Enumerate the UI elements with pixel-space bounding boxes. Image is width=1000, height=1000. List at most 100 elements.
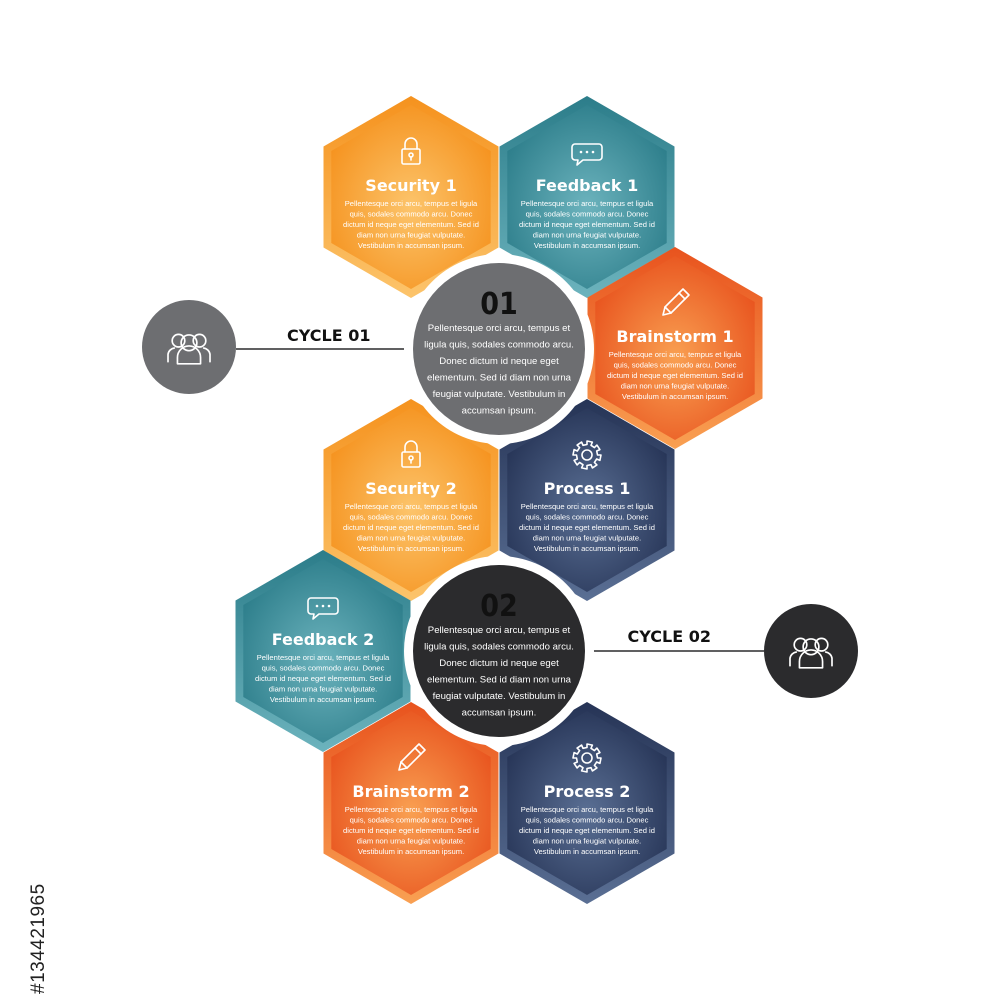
hexagon-text-line: Vestibulum in accumsan ipsum.: [270, 695, 376, 704]
hexagon-text-line: quis, sodales commodo arcu. Donec: [526, 816, 649, 825]
circle-number: 02: [480, 589, 518, 624]
hexagon-fill: [331, 105, 491, 289]
hexagon-text-line: dictum id neque eget elementum. Sed id: [343, 220, 479, 229]
hexagon-title: Security 1: [365, 176, 456, 195]
hexagon-text-line: diam non urna feugiat vulputate.: [357, 231, 466, 240]
hexagon-text-line: diam non urna feugiat vulputate.: [357, 837, 466, 846]
hexagon-text-line: Pellentesque orci arcu, tempus et ligula: [521, 805, 654, 814]
hexagon-text-line: dictum id neque eget elementum. Sed id: [519, 220, 655, 229]
hexagon-text-line: Vestibulum in accumsan ipsum.: [534, 241, 640, 250]
hexagon-text-line: Pellentesque orci arcu, tempus et ligula: [345, 805, 478, 814]
hexagon-text-line: quis, sodales commodo arcu. Donec: [526, 210, 649, 219]
people-icon: [167, 333, 211, 365]
hexagon-feedback2: Feedback 2 Pellentesque orci arcu, tempus…: [235, 550, 411, 752]
stock-id-text: #134421965: [28, 883, 49, 994]
circle-text-line: feugiat vulputate. Vestibulum in: [433, 691, 566, 702]
gear-icon: [572, 743, 602, 773]
circle-text-line: Donec dictum id neque eget: [439, 356, 559, 367]
cycle-badge: [764, 604, 858, 698]
pencil-icon: [398, 743, 426, 771]
circle-text-line: Pellentesque orci arcu, tempus et: [428, 625, 571, 636]
hexagon-text-line: diam non urna feugiat vulputate.: [533, 837, 642, 846]
hexagon-text-line: dictum id neque eget elementum. Sed id: [343, 523, 479, 532]
hexagon-text-line: Vestibulum in accumsan ipsum.: [534, 544, 640, 553]
hexagon-text-line: Pellentesque orci arcu, tempus et ligula: [257, 653, 390, 662]
hexagon-brainstorm2: Brainstorm 2 Pellentesque orci arcu, temp…: [323, 702, 499, 904]
cycle-label: CYCLE 01: [287, 326, 370, 345]
cycle-badge: [142, 300, 236, 394]
hexagon-process1: Process 1 Pellentesque orci arcu, tempus …: [499, 399, 675, 601]
hexagon-text-line: quis, sodales commodo arcu. Donec: [262, 664, 385, 673]
hexagon-fill: [507, 408, 667, 592]
circle-text-line: ligula quis, sodales commodo arcu.: [424, 340, 574, 351]
cycle-marker-cycle1: CYCLE 01: [142, 300, 370, 394]
hexagon-brainstorm1: Brainstorm 1 Pellentesque orci arcu, temp…: [587, 247, 763, 449]
hexagon-text-line: dictum id neque eget elementum. Sed id: [519, 826, 655, 835]
hexagon-text-line: quis, sodales commodo arcu. Donec: [350, 816, 473, 825]
cycle-marker-cycle2: CYCLE 02: [628, 604, 858, 698]
circle-text-line: elementum. Sed id diam non urna: [427, 373, 572, 384]
cycle-label: CYCLE 02: [628, 627, 711, 646]
hexagon-fill: [507, 105, 667, 289]
hexagon-security1: Security 1 Pellentesque orci arcu, tempus…: [323, 96, 499, 298]
circle-text-line: elementum. Sed id diam non urna: [427, 675, 572, 686]
hexagon-text-line: diam non urna feugiat vulputate.: [621, 382, 730, 391]
lock-icon: [401, 137, 421, 165]
hexagon-title: Brainstorm 1: [616, 327, 733, 346]
hexagon-text-line: dictum id neque eget elementum. Sed id: [343, 826, 479, 835]
hexagon-text-line: Vestibulum in accumsan ipsum.: [358, 544, 464, 553]
speech-bubble-icon: [571, 143, 603, 166]
hexagon-text-line: Vestibulum in accumsan ipsum.: [622, 392, 728, 401]
lock-icon: [401, 440, 421, 468]
hexagon-text-line: dictum id neque eget elementum. Sed id: [255, 674, 391, 683]
hexagon-security2: Security 2 Pellentesque orci arcu, tempus…: [323, 399, 499, 601]
hexagon-feedback1: Feedback 1 Pellentesque orci arcu, tempus…: [499, 96, 675, 298]
hexagon-text-line: diam non urna feugiat vulputate.: [533, 534, 642, 543]
hexagon-text-line: Pellentesque orci arcu, tempus et ligula: [345, 199, 478, 208]
hexagon-fill: [331, 711, 491, 895]
gear-icon: [572, 440, 602, 470]
hexagon-text-line: diam non urna feugiat vulputate.: [533, 231, 642, 240]
hexagon-fill: [595, 256, 755, 440]
connector-lines: [236, 348, 764, 652]
hexagon-text-line: quis, sodales commodo arcu. Donec: [614, 361, 737, 370]
hexagon-text-line: Pellentesque orci arcu, tempus et ligula: [609, 350, 742, 359]
circle-text-line: ligula quis, sodales commodo arcu.: [424, 642, 574, 653]
circle-text-line: Pellentesque orci arcu, tempus et: [428, 323, 571, 334]
hexagon-title: Feedback 1: [536, 176, 639, 195]
people-icon: [789, 637, 833, 669]
circle-text-line: Donec dictum id neque eget: [439, 658, 559, 669]
hexagon-group: Security 1 Pellentesque orci arcu, tempus…: [235, 96, 763, 904]
cycle-markers: CYCLE 01 CYCLE 02: [142, 300, 858, 698]
hexagon-text-line: dictum id neque eget elementum. Sed id: [519, 523, 655, 532]
hexagon-text-line: Vestibulum in accumsan ipsum.: [358, 847, 464, 856]
circle-fill: [413, 565, 585, 737]
circle-number: 01: [480, 287, 518, 322]
hexagon-text-line: quis, sodales commodo arcu. Donec: [526, 513, 649, 522]
hexagon-fill: [507, 711, 667, 895]
hexagon-title: Brainstorm 2: [352, 782, 469, 801]
hexagon-fill: [243, 559, 403, 743]
hexagon-text-line: Pellentesque orci arcu, tempus et ligula: [345, 502, 478, 511]
circle-text-line: accumsan ipsum.: [462, 708, 537, 719]
pencil-icon: [662, 288, 690, 316]
hexagon-fill: [331, 408, 491, 592]
hexagon-text-line: diam non urna feugiat vulputate.: [357, 534, 466, 543]
hexagon-title: Feedback 2: [272, 630, 375, 649]
hexagon-text-line: Pellentesque orci arcu, tempus et ligula: [521, 502, 654, 511]
hexagon-process2: Process 2 Pellentesque orci arcu, tempus …: [499, 702, 675, 904]
hexagon-title: Security 2: [365, 479, 456, 498]
hexagon-text-line: dictum id neque eget elementum. Sed id: [607, 371, 743, 380]
circle-text-line: feugiat vulputate. Vestibulum in: [433, 389, 566, 400]
hexagon-title: Process 1: [544, 479, 631, 498]
hexagon-text-line: Pellentesque orci arcu, tempus et ligula: [521, 199, 654, 208]
hexagon-text-line: Vestibulum in accumsan ipsum.: [534, 847, 640, 856]
circle-fill: [413, 263, 585, 435]
hexagon-title: Process 2: [544, 782, 631, 801]
hexagon-text-line: quis, sodales commodo arcu. Donec: [350, 210, 473, 219]
